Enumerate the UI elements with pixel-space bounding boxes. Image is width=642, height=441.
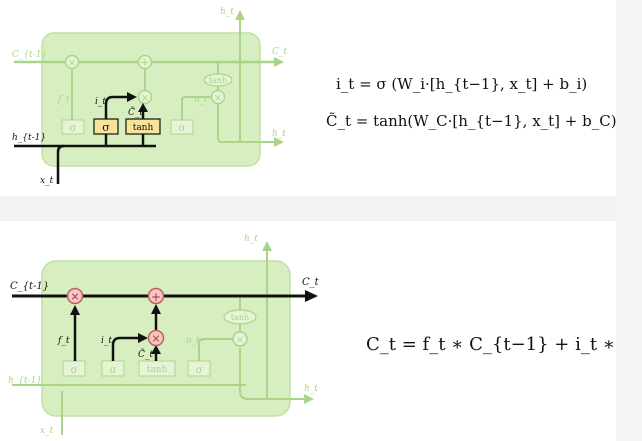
hidden-top-arrowhead	[235, 10, 245, 20]
o-gate-label: o_t	[186, 336, 200, 346]
add-symbol: +	[151, 290, 161, 304]
output-multiply-symbol: ×	[236, 335, 244, 346]
output-gate-path	[181, 96, 212, 120]
cell-state-arrowhead	[274, 57, 284, 67]
cell-update-diagram: σ σ tanh σ × tanh × + ×	[8, 234, 320, 436]
cell-update-panel: σ σ tanh σ × tanh × + ×	[0, 221, 616, 441]
input-sigma-label: σ	[102, 121, 110, 134]
h-out-label: h_t	[304, 384, 318, 394]
forget-arrowhead	[70, 305, 80, 315]
candidate-tanh-label: tanh	[133, 123, 154, 133]
cell-state-arrowhead	[305, 290, 318, 302]
c-tilde-label: C̃_t	[128, 106, 143, 118]
c-prev-label: C_{t-1}	[10, 281, 49, 292]
right-edge-strip	[616, 0, 642, 441]
forget-multiply-symbol: ×	[70, 290, 79, 303]
input-path-x	[56, 144, 65, 184]
hidden-output-arrowhead	[274, 137, 284, 147]
h-out-label: h_t	[272, 129, 286, 139]
h-top-label: h_t	[244, 234, 258, 244]
input-multiply-op	[147, 329, 165, 347]
hidden-top-arrowhead	[262, 241, 272, 251]
tanh-small-label: tanh	[231, 313, 249, 322]
forget-gate-sigma: σ	[71, 365, 78, 376]
forget-multiply-op	[64, 54, 80, 70]
hidden-output-path	[217, 104, 276, 143]
input-gate-panel: × + × × tanh σ σ	[0, 0, 616, 196]
candidate-arrowhead	[151, 345, 161, 354]
f-gate-label: f_t	[57, 95, 70, 105]
output-multiply-op	[210, 89, 226, 105]
lstm-cell	[41, 260, 291, 417]
add-op	[137, 54, 153, 70]
add-op	[147, 287, 165, 305]
h-prev-label: h_{t-1}	[8, 376, 42, 386]
hidden-output-path	[239, 348, 306, 400]
h-prev-label: h_{t-1}	[12, 133, 46, 143]
input-multiply-symbol: ×	[151, 332, 160, 345]
candidate-arrowhead	[138, 103, 148, 112]
add-symbol: +	[140, 56, 149, 69]
input-multiply-symbol: ×	[141, 93, 149, 104]
c-prev-label: C_{t-1}	[12, 50, 47, 60]
hidden-output-arrowhead	[304, 394, 314, 404]
input-sigma-box	[93, 118, 119, 135]
input-gate-diagram: × + × × tanh σ σ	[12, 7, 287, 186]
candidate-tanh-label: tanh	[147, 365, 168, 375]
c-out-label: C_t	[272, 47, 287, 57]
output-gate-path	[198, 338, 233, 361]
equation-input-gate: i_t = σ (W_i·[h_{t−1}, x_t] + b_i)	[336, 75, 587, 93]
equation-candidate: C̃_t = tanh(W_C·[h_{t−1}, x_t] + b_C)	[326, 112, 616, 130]
c-tilde-label: C̃_t	[138, 348, 153, 360]
panel-separator	[0, 196, 616, 221]
candidate-tanh-box	[125, 118, 161, 135]
forget-gate-sigma: σ	[70, 123, 77, 134]
x-in-label: x_t	[40, 176, 54, 186]
equation-cell-state: C_t = f_t ∗ C_{t−1} + i_t ∗ C̃_t	[366, 333, 616, 355]
output-gate-box	[170, 119, 194, 135]
forget-gate-box	[61, 119, 85, 135]
input-gate-arrow	[111, 336, 140, 361]
input-sigma-label: σ	[110, 365, 117, 376]
output-gate-sigma: σ	[196, 365, 203, 376]
input-gate-equations: i_t = σ (W_i·[h_{t−1}, x_t] + b_i) C̃_t …	[326, 75, 616, 130]
input-to-add-arrowhead	[151, 304, 161, 314]
input-gate-arrow	[104, 95, 128, 120]
x-in-label: x_t	[40, 426, 54, 436]
o-gate-label: o_t	[194, 95, 208, 105]
cell-update-equations: C_t = f_t ∗ C_{t−1} + i_t ∗ C̃_t	[366, 333, 616, 355]
i-gate-label: i_t	[95, 97, 106, 107]
input-gate-arrowhead	[138, 333, 148, 343]
tanh-small-label: tanh	[209, 76, 227, 85]
h-top-label: h_t	[220, 7, 234, 17]
forget-multiply-op	[66, 287, 84, 305]
f-gate-label: f_t	[57, 336, 70, 346]
input-multiply-op	[137, 89, 153, 105]
i-gate-label: i_t	[101, 336, 112, 346]
c-out-label: C_t	[302, 277, 320, 288]
forget-multiply-symbol: ×	[68, 58, 76, 69]
input-gate-arrowhead	[127, 92, 137, 102]
output-multiply-symbol: ×	[214, 93, 222, 104]
output-gate-sigma: σ	[179, 123, 186, 134]
